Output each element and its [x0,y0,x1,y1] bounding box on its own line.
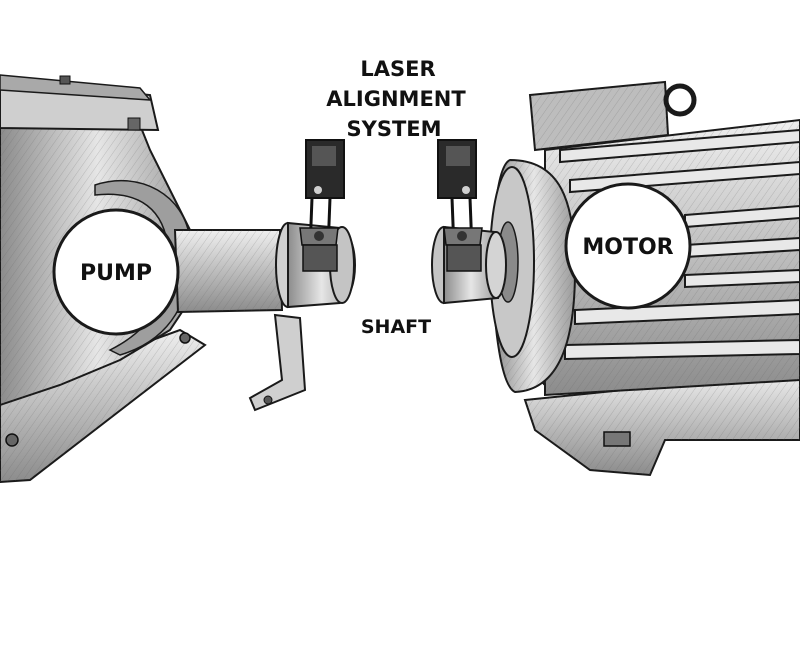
title-line-3: SYSTEM [346,117,441,141]
laser-unit-motor-side [437,139,483,272]
pump [0,74,356,484]
laser-unit-pump-side [299,139,345,272]
title-line-1: LASER [360,57,435,81]
pump-support-bracket [248,313,307,412]
shaft-label: SHAFT [361,316,431,338]
title-line-2: ALIGNMENT [326,87,466,111]
pump-label-circle [52,208,180,336]
motor-label-circle [564,182,692,310]
pump-label: PUMP [80,261,152,286]
motor-label: MOTOR [582,235,673,260]
motor-lifting-eye [663,83,697,117]
